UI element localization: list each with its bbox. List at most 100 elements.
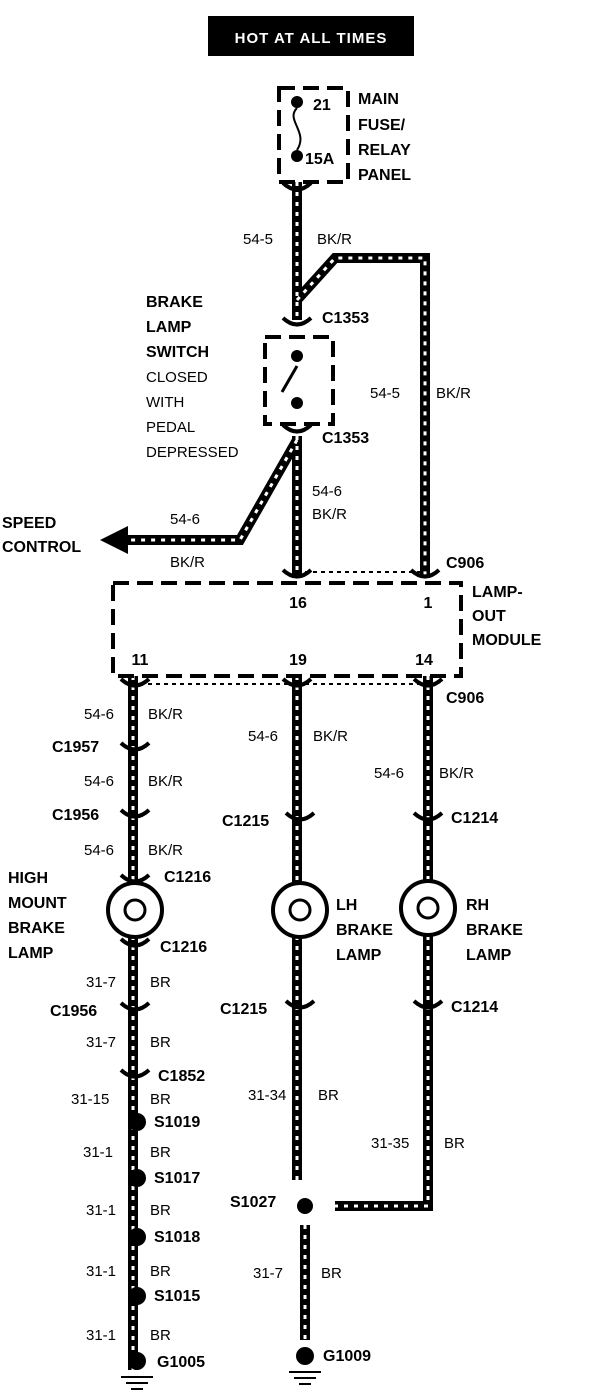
wire-left-g3-color: BR <box>150 1091 171 1108</box>
connector-arc-icon <box>119 677 151 688</box>
s1027-label: S1027 <box>230 1194 276 1211</box>
module-pin-16: 16 <box>289 595 307 612</box>
ground-g1005-terminal-icon <box>128 1352 146 1370</box>
lh-label-3: LAMP <box>336 947 382 964</box>
fuse-terminal-top <box>291 96 303 108</box>
fuse-panel-label-3: RELAY <box>358 142 411 159</box>
c1215b-label: C1215 <box>220 1001 267 1018</box>
bulb-filament-icon <box>288 898 312 922</box>
wires <box>125 182 433 1370</box>
module-label-3: MODULE <box>472 632 542 649</box>
c1957-label: C1957 <box>52 739 99 756</box>
connector-arc-icon <box>412 999 444 1010</box>
connector-arc-icon <box>284 811 316 822</box>
speed-control: SPEED CONTROL <box>2 515 128 556</box>
wire-left-g7-circuit: 31-1 <box>86 1327 116 1344</box>
g1005-label: G1005 <box>157 1354 205 1371</box>
speed-control-label-2: CONTROL <box>2 539 81 556</box>
connector-labels: C1957 C1956 C1216 C1216 C1956 C1852 C121… <box>50 739 498 1085</box>
connector-arc-icon <box>119 741 151 752</box>
c1852-label: C1852 <box>158 1068 205 1085</box>
rh-label-2: BRAKE <box>466 922 523 939</box>
wire-right-g-circuit: 31-35 <box>371 1135 409 1152</box>
s1018-label: S1018 <box>154 1229 200 1246</box>
wire-mid-g-color: BR <box>318 1087 339 1104</box>
wire-mid-g-circuit: 31-34 <box>248 1087 286 1104</box>
connector-arc-icon <box>119 873 151 884</box>
s1015-label: S1015 <box>154 1288 200 1305</box>
connector-arc-icon <box>119 1068 151 1079</box>
c906-bottom-label: C906 <box>446 690 484 707</box>
wire-mid1-color: BK/R <box>313 728 348 745</box>
c1216b-label: C1216 <box>160 939 207 956</box>
wire-hatch <box>295 256 427 578</box>
switch-arm <box>280 365 299 393</box>
switch-label-3: SWITCH <box>146 344 209 361</box>
switch-label-7: DEPRESSED <box>146 444 239 461</box>
c1214a-label: C1214 <box>451 810 498 827</box>
lh-label-2: BRAKE <box>336 922 393 939</box>
wire-right-g-color: BR <box>444 1135 465 1152</box>
g1009-label: G1009 <box>323 1348 371 1365</box>
fuse-number: 21 <box>313 97 331 114</box>
wire-speed-circuit: 54-6 <box>170 511 200 528</box>
wire-left3-circuit: 54-6 <box>84 842 114 859</box>
splice-s1017-icon <box>128 1169 146 1187</box>
wire-left3-color: BK/R <box>148 842 183 859</box>
wire-right1-circuit: 54-6 <box>374 765 404 782</box>
fuse-panel: 21 15A MAIN FUSE/ RELAY PANEL <box>277 86 411 184</box>
wire-segment <box>335 676 433 1211</box>
splice-s1018-icon <box>128 1228 146 1246</box>
wire-left2-circuit: 54-6 <box>84 773 114 790</box>
wire-loop-color: BK/R <box>436 385 471 402</box>
rh-label-3: LAMP <box>466 947 512 964</box>
module-pin-14: 14 <box>415 652 433 669</box>
lamps: HIGH MOUNT BRAKE LAMP LH BRAKE LAMP RH B… <box>8 870 523 964</box>
splice-s1019-icon <box>128 1113 146 1131</box>
wire-mid1-circuit: 54-6 <box>248 728 278 745</box>
wire-left-g1-color: BR <box>150 974 171 991</box>
wire-left-g6-circuit: 31-1 <box>86 1263 116 1280</box>
high-mount-label-1: HIGH <box>8 870 48 887</box>
c1956b-label: C1956 <box>50 1003 97 1020</box>
connector-arc-icon <box>119 937 151 948</box>
splice-s1027-icon <box>297 1198 313 1214</box>
connector-arc-icon <box>119 808 151 819</box>
wire-hatch <box>335 676 430 1208</box>
connector-symbols <box>119 181 444 1079</box>
c1956a-label: C1956 <box>52 807 99 824</box>
switch-label-2: LAMP <box>146 319 192 336</box>
wire-speed-color: BK/R <box>170 554 205 571</box>
wire-left-g2-circuit: 31-7 <box>86 1034 116 1051</box>
bulb-filament-icon <box>416 896 440 920</box>
wire-left-g4-circuit: 31-1 <box>83 1144 113 1161</box>
ground-g1009-terminal-icon <box>296 1347 314 1365</box>
connector-arc-icon <box>119 1001 151 1012</box>
module-label-1: LAMP- <box>472 584 523 601</box>
header-banner: HOT AT ALL TIMES <box>208 16 414 56</box>
wire-left-g5-color: BR <box>150 1202 171 1219</box>
wire-mid-g2-circuit: 31-7 <box>253 1265 283 1282</box>
fuse-panel-label-2: FUSE/ <box>358 117 406 134</box>
ground-g1005-icon <box>121 1376 153 1390</box>
lamp-out-module: 16 1 11 19 14 LAMP- OUT MODULE C906 C906 <box>111 555 542 707</box>
rh-label-1: RH <box>466 897 489 914</box>
connector-arc-icon <box>281 181 313 192</box>
speed-control-label-1: SPEED <box>2 515 56 532</box>
c1353-bottom-label: C1353 <box>322 430 369 447</box>
connector-arc-icon <box>281 677 313 688</box>
wire-left-g4-color: BR <box>150 1144 171 1161</box>
wire-switch-out-circuit: 54-6 <box>312 483 342 500</box>
connector-arc-icon <box>281 423 313 434</box>
rh-brake-lamp: RH BRAKE LAMP <box>399 879 523 964</box>
splices-grounds: S1019 S1017 S1018 S1015 G1005 S1027 G100… <box>121 1113 371 1390</box>
switch-label-5: WITH <box>146 394 184 411</box>
wire-left-g2-color: BR <box>150 1034 171 1051</box>
switch-label-1: BRAKE <box>146 294 203 311</box>
connector-arc-icon <box>281 316 313 327</box>
fuse-element <box>292 107 302 151</box>
c1353-top-label: C1353 <box>322 310 369 327</box>
c1216a-label: C1216 <box>164 869 211 886</box>
switch-label-6: PEDAL <box>146 419 195 436</box>
